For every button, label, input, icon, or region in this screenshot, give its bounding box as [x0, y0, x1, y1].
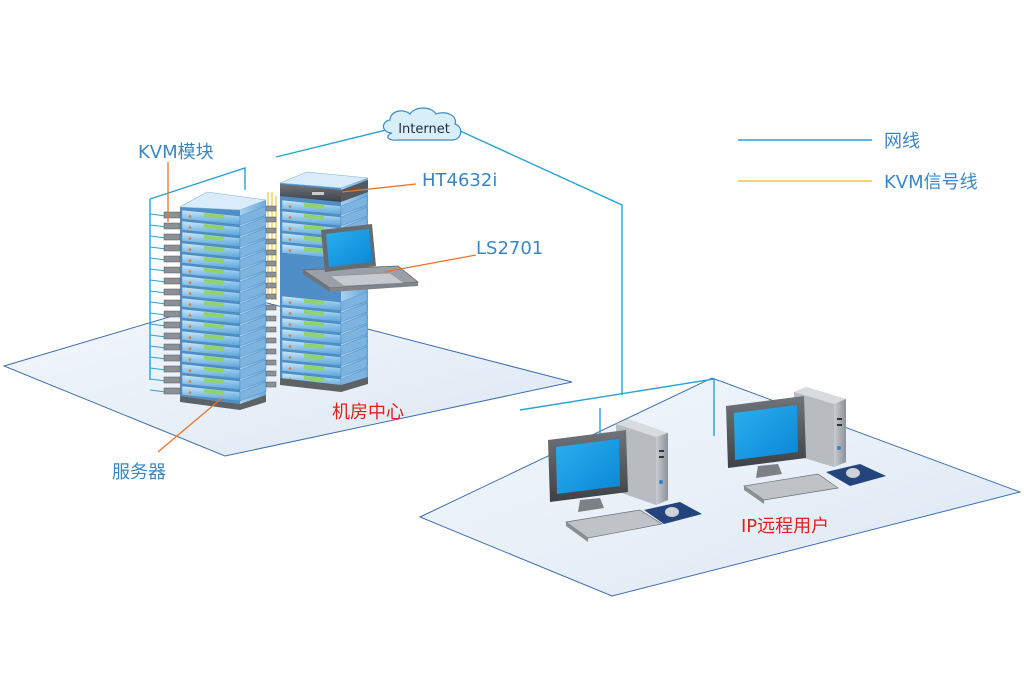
kvm-module-plug [265, 216, 277, 223]
kvm-module-plug [265, 238, 277, 245]
kvm-rack-unit [281, 313, 368, 334]
kvm-module-plugs [149, 205, 277, 395]
remote-user-floor [418, 377, 1022, 597]
kvm-module-plug [265, 249, 277, 256]
remote-computer-2 [726, 387, 886, 504]
kvm-module-plug [149, 376, 181, 384]
legend-network-line-label: 网线 [884, 131, 920, 152]
kvm-module-plug [265, 370, 277, 377]
callout-lines [157, 162, 477, 453]
kvm-module-plug [149, 277, 181, 285]
ip-remote-user-label: IP远程用户 [741, 516, 830, 537]
kvm-module-plug [149, 266, 181, 274]
kvm-module-plug [149, 211, 181, 219]
kvm-module-plug [265, 205, 277, 212]
kvm-rack-unit [281, 324, 368, 345]
kvm-module-plug [265, 326, 277, 333]
server-unit [181, 381, 267, 402]
kvm-module-plug [149, 233, 181, 241]
server-label: 服务器 [112, 462, 166, 483]
server-unit [181, 260, 267, 281]
kvm-module-plug [265, 282, 277, 289]
kvm-module-plug [149, 365, 181, 373]
kvm-module-plug [149, 222, 181, 230]
kvm-module-plug [265, 337, 277, 344]
server-unit [181, 315, 267, 336]
server-unit [181, 304, 267, 325]
kvm-module-plug [265, 304, 277, 311]
ls2701-label: LS2701 [476, 238, 544, 259]
ls2701-console [301, 224, 420, 292]
kvm-module-plug [149, 310, 181, 318]
server-unit [181, 249, 267, 270]
ht4632i-label: HT4632i [422, 170, 498, 191]
kvm-module-plug [149, 299, 181, 307]
server-unit [181, 227, 267, 248]
remote-screen-1 [556, 439, 620, 494]
ls2701-screen [326, 229, 372, 267]
remote-computer-1 [548, 419, 702, 542]
server-unit [181, 337, 267, 358]
kvm-module-plug [265, 381, 277, 388]
legend-kvm-signal-line-label: KVM信号线 [884, 172, 978, 193]
kvm-module-plug [265, 271, 277, 278]
server-unit [181, 271, 267, 292]
kvm-module-plug [149, 343, 181, 351]
kvm-module-plug [149, 255, 181, 263]
kvm-module-plug [149, 244, 181, 252]
kvm-rack-unit [281, 195, 368, 216]
kvm-rack-unit [281, 206, 368, 227]
kvm-rack-unit [281, 335, 368, 356]
kvm-module-label: KVM模块 [138, 142, 214, 163]
kvm-module-plug [149, 321, 181, 329]
kvm-module-plug [265, 293, 277, 300]
server-rack-base [180, 395, 266, 410]
kvm-rack-unit [281, 357, 368, 378]
kvm-module-plug [149, 332, 181, 340]
server-unit [181, 293, 267, 314]
internet-label: Internet [398, 122, 450, 137]
remote-screen-2 [734, 405, 798, 460]
server-unit [181, 238, 267, 259]
server-unit [181, 348, 267, 369]
server-unit [181, 205, 267, 226]
kvm-module-plug [265, 359, 277, 366]
server-unit [181, 370, 267, 391]
kvm-module-plug [149, 288, 181, 296]
kvm-rack-unit [281, 291, 368, 312]
kvm-rack-unit [281, 346, 368, 367]
kvm-module-plug [265, 227, 277, 234]
kvm-module-plug [149, 354, 181, 362]
kvm-rack-unit [281, 302, 368, 323]
internet-cloud-icon [382, 107, 462, 141]
server-unit [181, 282, 267, 303]
kvm-module-plug [149, 387, 181, 395]
server-units [181, 205, 267, 402]
network-lines [149, 129, 715, 436]
machine-room-label: 机房中心 [332, 402, 404, 423]
kvm-rack-base [280, 377, 368, 392]
server-unit [181, 216, 267, 237]
kvm-module-plug [265, 348, 277, 355]
kvm-module-plug [265, 260, 277, 267]
server-unit [181, 359, 267, 380]
kvm-module-plug [265, 315, 277, 322]
server-unit [181, 326, 267, 347]
